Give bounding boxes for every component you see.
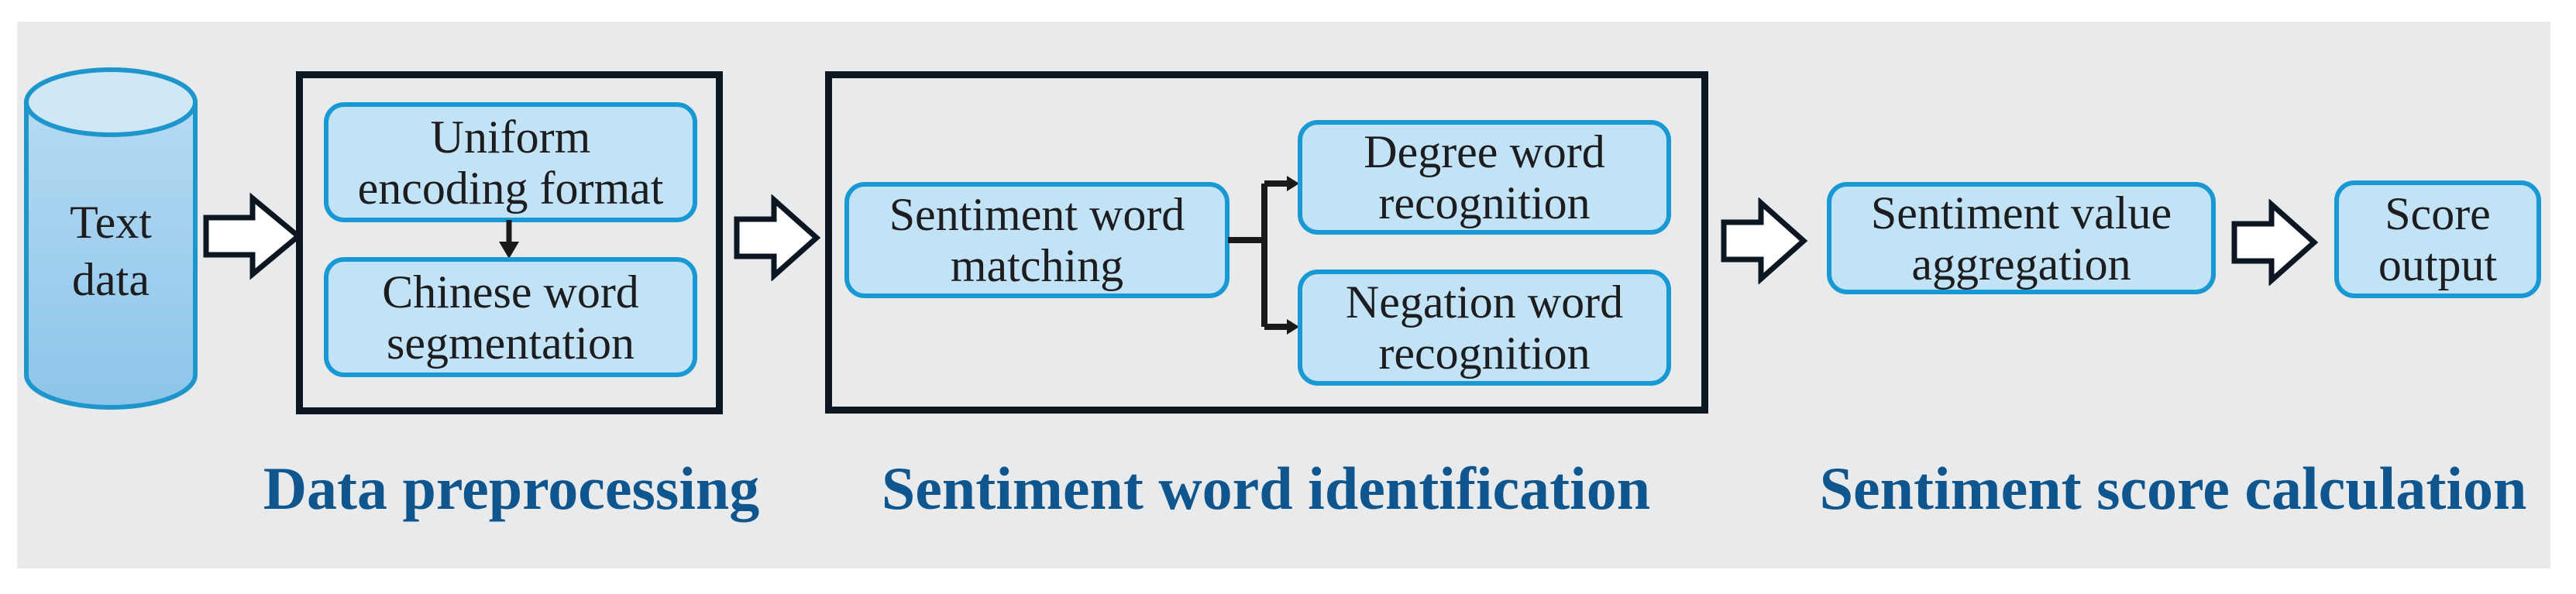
branch-connector-icon [1228, 176, 1299, 335]
node-negation-word-recognition: Negation word recognition [1298, 270, 1671, 386]
node-label: Uniform encoding format [357, 111, 664, 214]
node-degree-word-recognition: Degree word recognition [1298, 120, 1671, 235]
branch-arrowhead-bottom [1287, 319, 1299, 335]
cylinder-top-ellipse [24, 67, 198, 137]
node-label: Chinese word segmentation [382, 266, 639, 369]
node-label: Sentiment value aggregation [1870, 187, 2172, 290]
database-cylinder-icon [24, 67, 198, 410]
node-label: Degree word recognition [1364, 126, 1605, 228]
stage-caption-data-preprocessing: Data preprocessing [263, 455, 760, 522]
block-arrow-shape [203, 192, 302, 280]
down-arrow-icon [499, 220, 519, 259]
flow-arrow-icon [1721, 197, 1807, 284]
node-uniform-encoding-format: Uniform encoding format [324, 102, 697, 222]
node-score-output: Score output [2334, 180, 2541, 298]
stage-frame-data-preprocessing [296, 71, 723, 414]
branch-connector-lines [1228, 180, 1287, 330]
node-chinese-word-segmentation: Chinese word segmentation [324, 257, 697, 377]
flow-arrow-icon [203, 192, 302, 280]
block-arrow-shape [1721, 197, 1807, 284]
node-label: Negation word recognition [1345, 276, 1624, 379]
block-arrow-shape [2231, 199, 2318, 286]
down-arrow-head [499, 242, 519, 259]
stage-caption-sentiment-word-identification: Sentiment word identification [881, 455, 1651, 522]
cylinder-body [24, 100, 198, 410]
node-label: Score output [2378, 188, 2498, 290]
node-text-data: Text data [70, 197, 152, 305]
flow-arrow-icon [2231, 199, 2318, 286]
node-label: Sentiment word matching [889, 189, 1185, 291]
node-sentiment-value-aggregation: Sentiment value aggregation [1827, 182, 2216, 294]
block-arrow-shape [734, 194, 820, 281]
flow-arrow-icon [734, 194, 820, 281]
stage-frame-sentiment-word-identification [825, 71, 1708, 414]
stage-caption-sentiment-score-calculation: Sentiment score calculation [1819, 455, 2527, 522]
branch-arrowhead-top [1287, 176, 1299, 191]
node-sentiment-word-matching: Sentiment word matching [844, 182, 1230, 298]
